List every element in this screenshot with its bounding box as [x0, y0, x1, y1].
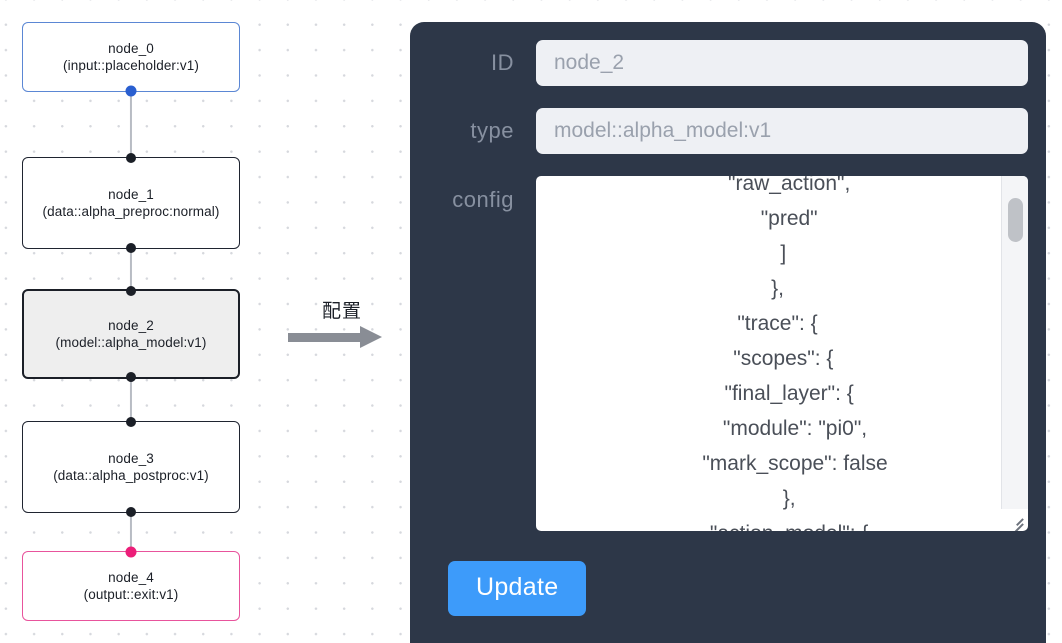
node-handle-top[interactable] [126, 286, 136, 296]
graph-node-node_4[interactable]: node_4 (output::exit:v1) [22, 546, 240, 621]
node-subtitle: (output::exit:v1) [83, 587, 179, 602]
node-title: node_1 [108, 186, 154, 202]
config-scrollbar[interactable] [1001, 176, 1028, 509]
node-subtitle: (data::alpha_preproc:normal) [42, 204, 220, 219]
graph-node-node_1[interactable]: node_1 (data::alpha_preproc:normal) [22, 153, 240, 253]
node-title: node_0 [108, 40, 154, 56]
node-subtitle: (model::alpha_model:v1) [55, 335, 207, 350]
arrow-icon [288, 326, 396, 348]
node-handle-bottom[interactable] [126, 243, 136, 253]
annotation-label: 配置 [321, 301, 362, 322]
edge-node3-node4 [129, 512, 133, 551]
config-textarea[interactable]: "raw_action", "pred" ] }, "trace": { "sc… [536, 176, 1028, 531]
node-handle-top[interactable] [125, 546, 137, 558]
id-input[interactable] [536, 40, 1028, 86]
config-field-label: config [452, 187, 514, 212]
node-handle-top[interactable] [126, 153, 136, 163]
node-handle-bottom[interactable] [126, 507, 136, 517]
config-scrollbar-thumb[interactable] [1008, 198, 1023, 242]
update-row: Update [428, 561, 1028, 616]
field-row-config: config "raw_action", "pred" ] }, "trace"… [428, 176, 1028, 531]
node-handle-top[interactable] [126, 417, 136, 427]
type-field-label: type [470, 118, 514, 143]
resize-grip-icon[interactable] [1004, 507, 1026, 531]
node-subtitle: (data::alpha_postproc:v1) [53, 468, 209, 483]
edge-node2-node3 [129, 378, 133, 420]
graph-node-node_0[interactable]: node_0 (input::placeholder:v1) [22, 22, 240, 97]
id-field-label: ID [491, 50, 514, 75]
node-title: node_2 [108, 317, 154, 333]
config-textarea-value: "raw_action", "pred" ] }, "trace": { "sc… [702, 176, 888, 531]
update-button[interactable]: Update [448, 561, 587, 616]
graph-node-node_2[interactable]: node_2 (model::alpha_model:v1) [22, 286, 240, 382]
field-row-id: ID [428, 40, 1028, 86]
config-panel: ID type config "raw_action", "pred" ] },… [410, 22, 1046, 643]
node-subtitle: (input::placeholder:v1) [63, 58, 199, 73]
graph-node-node_3[interactable]: node_3 (data::alpha_postproc:v1) [22, 417, 240, 517]
node-handle-bottom[interactable] [125, 85, 137, 97]
type-input[interactable] [536, 108, 1028, 154]
node-handle-bottom[interactable] [126, 372, 136, 382]
edge-node0-node1 [129, 91, 133, 157]
field-row-type: type [428, 108, 1028, 154]
node-title: node_3 [108, 450, 154, 466]
edge-node1-node2 [129, 248, 133, 289]
node-title: node_4 [108, 569, 154, 585]
annotation-arrow: 配置 [288, 296, 396, 348]
